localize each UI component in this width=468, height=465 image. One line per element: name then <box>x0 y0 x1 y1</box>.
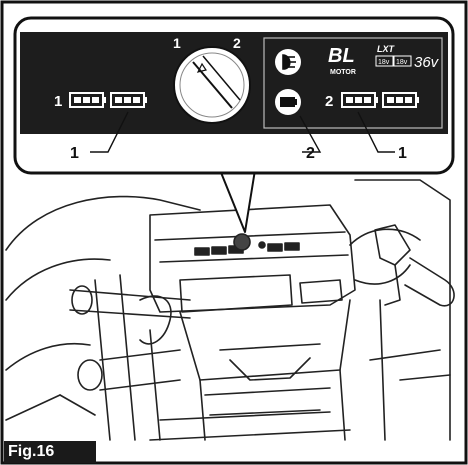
callout-leaders <box>90 111 395 153</box>
battery-icon <box>280 97 297 107</box>
callout-label-middle: 2 <box>306 145 315 162</box>
lxt-text: LXT <box>377 44 396 54</box>
voltage-text: 36v <box>414 54 440 71</box>
motor-text: MOTOR <box>330 69 356 76</box>
machine-drawing <box>5 179 455 441</box>
left-indicator: 1 <box>54 92 147 110</box>
brand-logo: BL MOTOR LXT 18v 18v 36v <box>328 44 440 76</box>
headlight-icon <box>282 54 296 70</box>
callout-pointer <box>219 169 256 233</box>
figure-label: Fig.16 <box>4 441 96 463</box>
bl-logo-text: BL <box>328 45 355 67</box>
cell-2-text: 18v <box>396 59 408 66</box>
battery-level-icon <box>341 92 419 108</box>
cell-1-text: 18v <box>378 59 390 66</box>
dial-position-2: 2 <box>233 35 241 51</box>
headlight-button[interactable] <box>275 49 301 75</box>
battery-button[interactable] <box>275 89 301 115</box>
left-indicator-number: 1 <box>54 93 62 110</box>
right-indicator-number: 2 <box>325 93 333 110</box>
battery-level-icon <box>69 92 147 108</box>
dial-position-1: 1 <box>173 35 181 51</box>
callout-label-right: 1 <box>398 145 407 162</box>
callout-label-left: 1 <box>70 145 79 162</box>
mode-dial[interactable]: 1 2 <box>173 35 251 124</box>
right-indicator: 2 <box>325 92 419 110</box>
